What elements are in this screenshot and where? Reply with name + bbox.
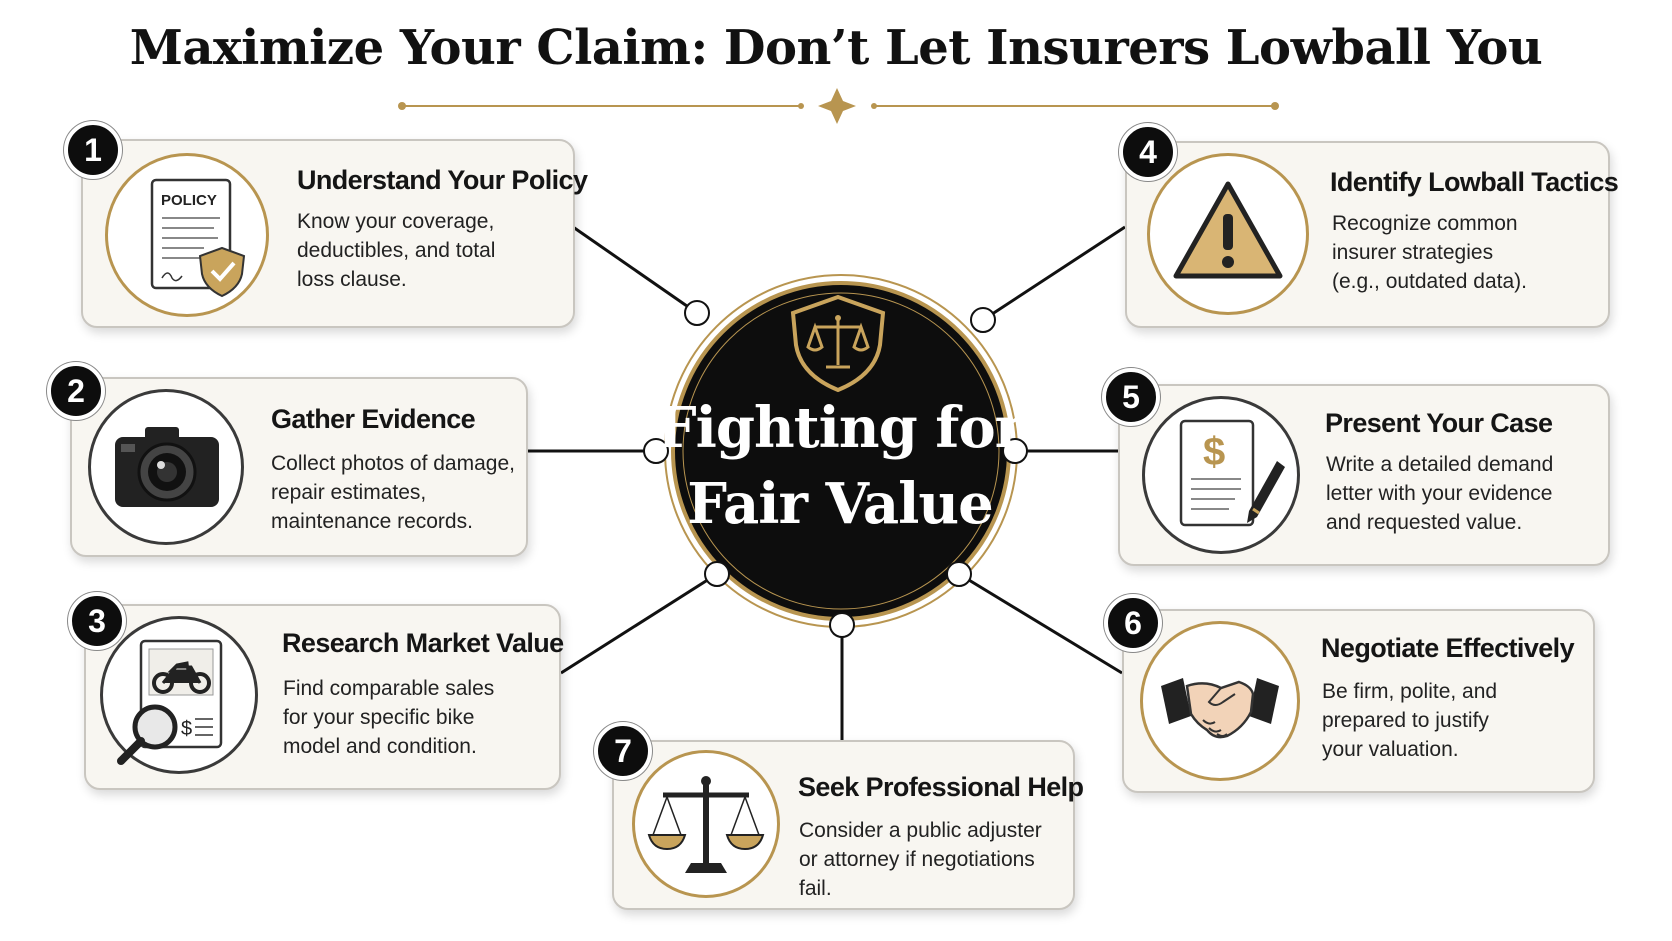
step-2-badge: 2 [47,362,105,420]
step-3-badge: 3 [68,592,126,650]
scales-of-justice-icon [647,776,765,873]
svg-text:$: $ [1203,430,1225,474]
diamond-star-icon [818,88,856,124]
connector-lines [526,225,1126,740]
step-1-icon-circle: POLICY [105,153,269,317]
step-6-title: Negotiate Effectively [1321,633,1575,663]
step-1-title: Understand Your Policy [297,165,588,195]
warning-triangle-icon [1173,181,1283,279]
step-card-2: Gather Evidence Collect photos of damage… [70,377,528,557]
shield-scales-icon [790,294,886,393]
step-5-title: Present Your Case [1325,408,1553,438]
center-line-2: Fair Value [687,471,993,537]
step-card-5: $ Present Your Case Write a detailed dem… [1118,384,1610,566]
step-7-icon-circle [632,750,780,898]
step-card-1: POLICY Understand Your Policy Know your … [81,139,588,328]
demand-letter-pen-icon: $ [1179,419,1285,527]
handshake-icon [1161,678,1279,739]
policy-document-shield-icon: POLICY [150,178,246,298]
step-5-badge: 5 [1102,368,1160,426]
central-hub [643,274,1028,638]
svg-text:$: $ [181,718,192,740]
svg-text:POLICY: POLICY [161,192,217,209]
step-5-icon-circle: $ [1142,396,1300,554]
step-7-badge: 7 [594,722,652,780]
step-card-3: $ Research Market Value Find comparable … [84,604,564,790]
step-4-badge: 4 [1119,123,1177,181]
step-card-7: Seek Professional Help Consider a public… [612,740,1084,910]
step-6-icon-circle [1140,621,1300,781]
step-4-title: Identify Lowball Tactics [1330,167,1619,197]
step-1-description: Know your coverage,deductibles, and tota… [297,210,496,291]
step-card-4: Identify Lowball Tactics Recognize commo… [1125,141,1619,328]
motorcycle-listing-magnifier-icon: $ [117,639,223,765]
step-6-badge: 6 [1104,594,1162,652]
center-label: Fighting for Fair Value [620,390,1060,542]
step-2-title: Gather Evidence [271,404,476,434]
step-2-description: Collect photos of damage,repair estimate… [271,452,515,533]
step-1-badge: 1 [64,121,122,179]
step-7-title: Seek Professional Help [798,772,1084,802]
title-divider [398,88,1279,124]
center-line-1: Fighting for [656,395,1024,461]
step-card-6: Negotiate Effectively Be firm, polite, a… [1122,609,1595,793]
page-title: Maximize Your Claim: Don’t Let Insurers … [129,20,1543,76]
step-3-title: Research Market Value [282,628,564,658]
step-4-icon-circle [1147,153,1309,315]
camera-icon [115,427,219,507]
step-3-icon-circle: $ [100,616,258,774]
step-2-icon-circle [88,389,244,545]
